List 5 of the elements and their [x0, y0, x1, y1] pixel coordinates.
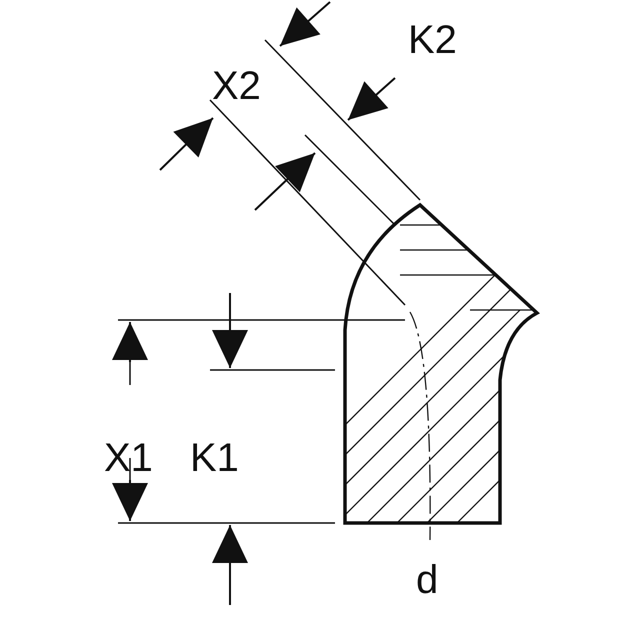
dimension-label: d	[416, 560, 438, 600]
dimension-label: K2	[408, 20, 457, 60]
dimension-label: K1	[190, 438, 239, 478]
dimension-label: X2	[212, 66, 261, 106]
dimension-label: X1	[104, 438, 153, 478]
